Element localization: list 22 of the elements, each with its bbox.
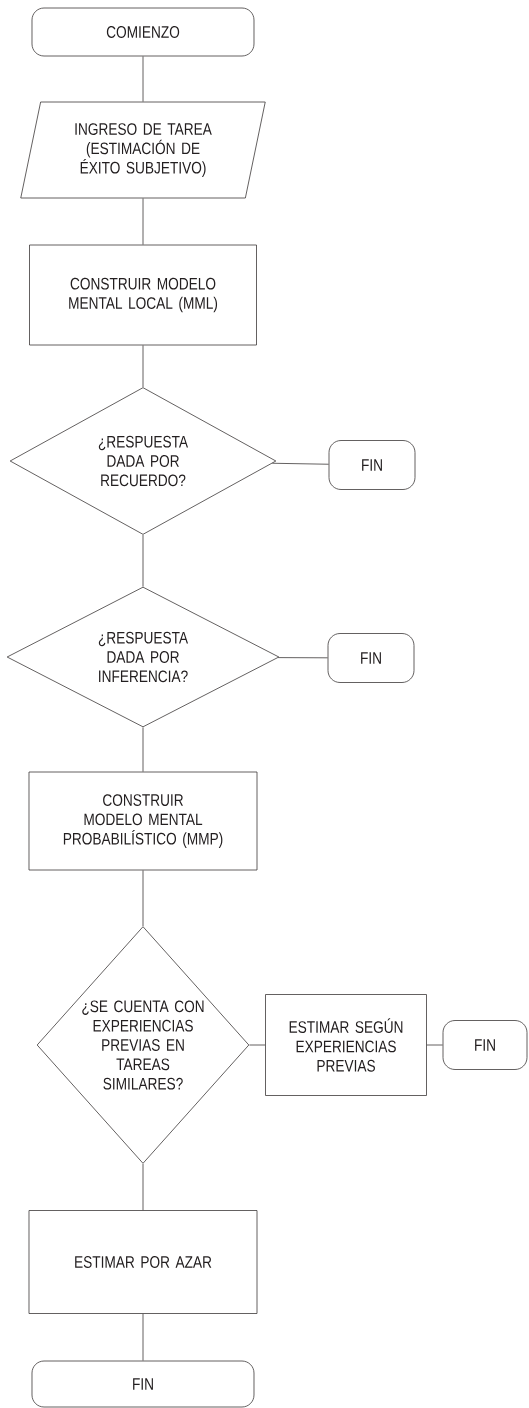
terminal-box: FIN [31,1360,255,1408]
process-box: CONSTRUIR MODELO MENTAL PROBABILÍSTICO (MMP) [28,771,258,871]
terminal-box: COMIENZO [31,7,255,57]
connector-line [142,534,144,587]
connector-line [271,462,329,465]
connector-line [142,198,144,245]
connector-line [142,1163,144,1211]
connector-line [142,727,144,772]
connector-line [142,870,144,927]
input-parallelogram: INGRESO DE TAREA (ESTIMACIÓN DE ÉXITO SUBJETIVO) [20,101,266,199]
connector-line [142,1313,144,1361]
connector-line [426,1044,443,1046]
connector-line [249,1044,266,1046]
process-box: ESTIMAR SEGÚN EXPERIENCIAS PREVIAS [265,994,427,1096]
terminal-box: FIN [442,1020,528,1070]
terminal-box: FIN [327,633,415,683]
process-box: ESTIMAR POR AZAR [28,1210,258,1314]
terminal-box: FIN [328,440,416,490]
connector-line [142,345,144,388]
connector-line [142,56,144,102]
connector-line [277,657,328,659]
process-box: CONSTRUIR MODELO MENTAL LOCAL (MML) [29,244,257,346]
